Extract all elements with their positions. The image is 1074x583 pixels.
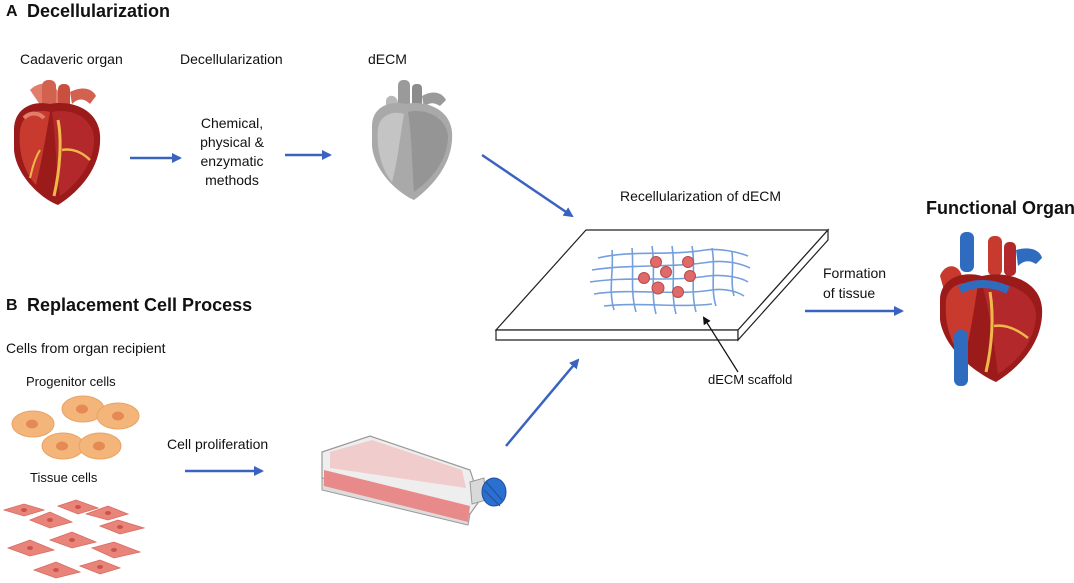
cadaveric-organ-label: Cadaveric organ — [20, 51, 123, 67]
scaffold-pointer-line — [702, 316, 739, 373]
cells-from-recipient-label: Cells from organ recipient — [6, 340, 166, 356]
functional-heart-icon — [940, 232, 1043, 386]
section-b-letter: B — [6, 297, 18, 314]
functional-organ-title: Functional Organ — [926, 198, 1074, 218]
cell-proliferation-label: Cell proliferation — [167, 436, 269, 452]
progenitor-cells-icon — [11, 395, 140, 460]
seeded-cells — [638, 256, 696, 298]
decm-gray-heart-icon — [372, 80, 453, 200]
tissue-cells-label: Tissue cells — [30, 470, 98, 485]
culture-flask-icon — [321, 435, 507, 526]
formation-line-1: Formation — [823, 265, 887, 281]
tissue-cells-icon — [2, 499, 146, 579]
methods-line-1: Chemical, — [200, 115, 264, 131]
arrow-flask-to-scaffold — [505, 358, 580, 447]
formation-label: Formation of tissue — [823, 263, 886, 303]
decellularization-label: Decellularization — [180, 51, 283, 67]
arrow-decm-to-scaffold — [481, 153, 574, 218]
methods-line-2: physical & — [200, 134, 264, 150]
cadaveric-heart-icon — [14, 80, 101, 205]
section-b-title: Replacement Cell Process — [27, 295, 253, 315]
methods-line-4: methods — [205, 172, 259, 188]
tissue-cell-nuclei — [21, 505, 123, 572]
decm-scaffold-label: dECM scaffold — [708, 372, 793, 387]
recellularization-label: Recellularization of dECM — [620, 188, 782, 204]
decm-label: dECM — [368, 51, 407, 67]
section-a-letter: A — [6, 3, 18, 20]
methods-label: Chemical, physical & enzymatic methods — [192, 114, 272, 190]
formation-line-2: of tissue — [823, 285, 876, 301]
methods-line-3: enzymatic — [200, 153, 264, 169]
progenitor-cells-label: Progenitor cells — [26, 374, 116, 389]
section-a-title: Decellularization — [27, 1, 171, 21]
decm-mesh — [589, 245, 751, 315]
